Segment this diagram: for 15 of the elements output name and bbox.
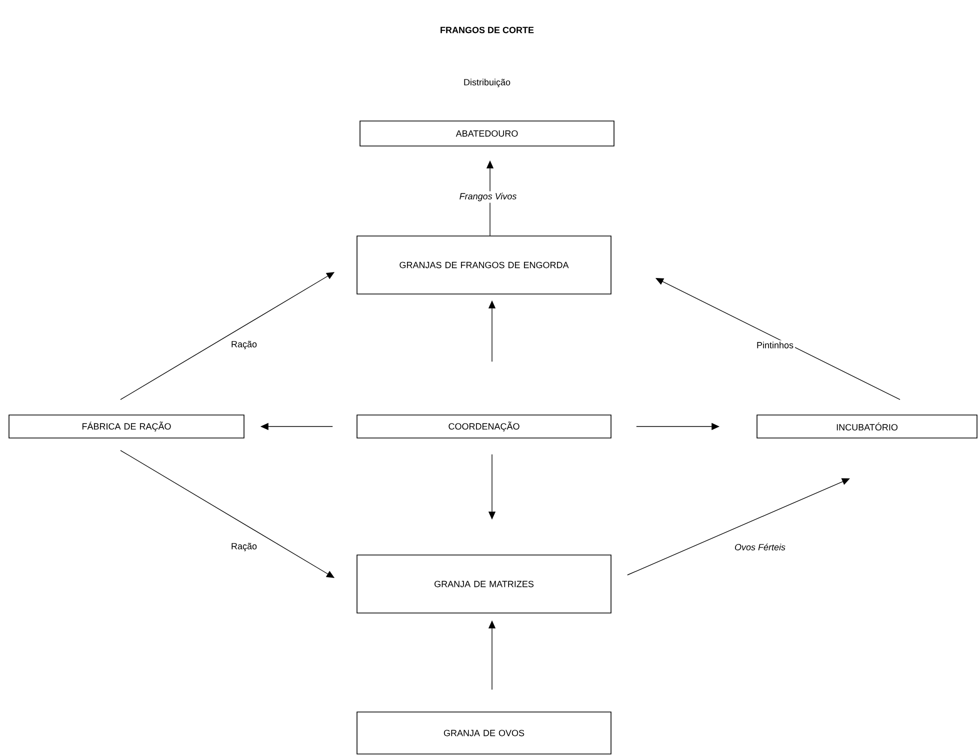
process-box: FÁBRICA DE RAÇÃO (8, 414, 244, 438)
edge-label: Pintinhos (757, 342, 794, 348)
process-box: GRANJA DE MATRIZES (356, 554, 612, 614)
edge-label: Frangos Vivos (460, 192, 516, 202)
edge-label: Ração (232, 542, 257, 552)
node-label: Distribuição (464, 78, 510, 88)
arrow (627, 478, 850, 576)
process-box: GRANJA DE OVOS (356, 712, 612, 754)
edge-label: Ovos Férteis (735, 544, 786, 550)
title: FRANGOS DE CORTE (440, 26, 534, 34)
process-box: INCUBATÓRIO (756, 414, 978, 438)
process-box: ABATEDOURO (360, 120, 614, 146)
process-box: COORDENAÇÃO (356, 414, 612, 438)
process-box: GRANJAS DE FRANGOS DE ENGORDA (356, 236, 612, 294)
edge-label: Ração (232, 340, 257, 350)
